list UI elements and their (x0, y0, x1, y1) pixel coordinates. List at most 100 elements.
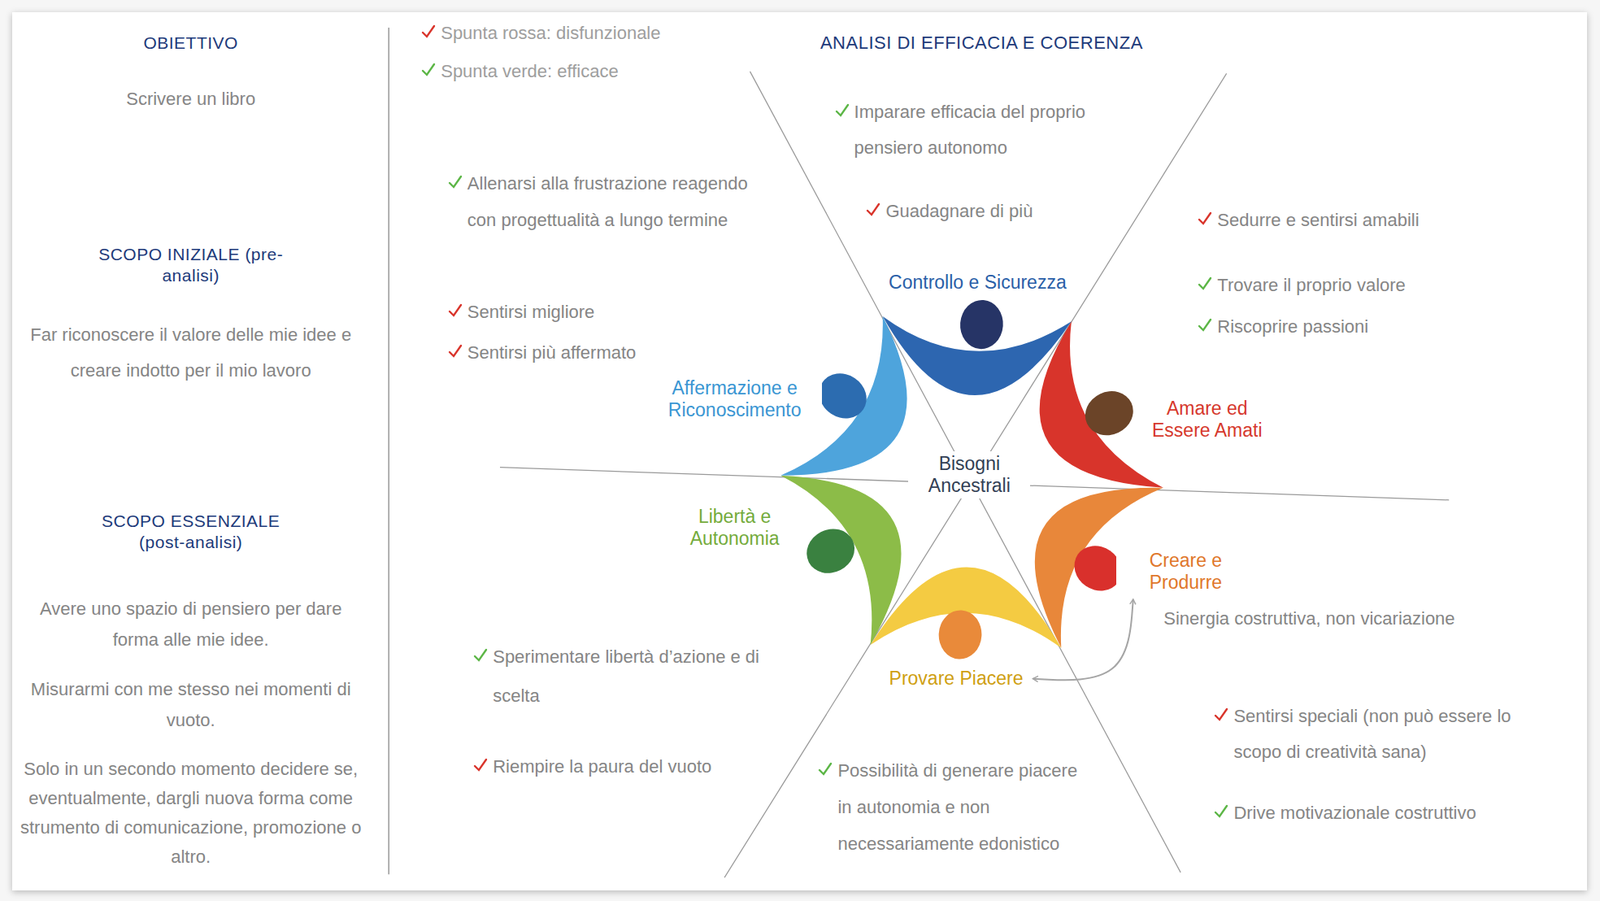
check-mark (834, 103, 850, 118)
label-text: Sentirsi più affermato (467, 342, 636, 363)
section-heading: SCOPO INIZIALE (pre-analisi) (89, 243, 293, 287)
check-stroke (449, 304, 461, 316)
note-text: Possibilità di generare piacere in auton… (837, 752, 1082, 862)
node-text: Libertà e Autonomia (672, 505, 797, 550)
check-stroke (449, 345, 461, 357)
label-text: Imparare efficacia del proprio pensiero … (854, 101, 1087, 158)
legend-entry: Spunta verde: efficace (440, 59, 619, 84)
note-text: Riempire la paura del vuoto (492, 750, 778, 783)
check-stroke (1215, 708, 1227, 720)
label-text: Possibilità di generare piacere in auton… (837, 760, 1078, 854)
note-text: Guadagnare di più (885, 195, 1130, 228)
label-text: Far riconoscere il valore delle mie idee… (30, 324, 352, 381)
centre-label: Bisogni Ancestrali (908, 451, 1031, 499)
sector-line (750, 71, 1182, 873)
legend-check (422, 26, 435, 37)
label-text: SCOPO INIZIALE (pre-analisi) (98, 244, 283, 285)
note-text: Sedurre e sentirsi amabili (1217, 204, 1527, 237)
check-mark (1197, 276, 1213, 292)
note-text: Trovare il proprio valore (1217, 269, 1527, 302)
check-mark (473, 757, 488, 773)
label-text: Riscoprire passioni (1217, 316, 1369, 337)
check-mark (447, 343, 463, 359)
node-text: Affermazione e Riconoscimento (652, 377, 818, 422)
figure-head (958, 298, 1005, 351)
note-text: Misurarmi con me stesso nei momenti di v… (16, 673, 366, 736)
sector-line (724, 73, 1227, 878)
label-text: Sedurre e sentirsi amabili (1217, 209, 1419, 231)
label-text: Trovare il proprio valore (1217, 274, 1406, 296)
check-mark (1213, 804, 1229, 819)
figure-head (799, 520, 863, 581)
edge-label: Sinergia costruttiva, non vicariazione (1160, 604, 1457, 633)
need-label: Libertà e Autonomia (667, 504, 802, 552)
legend-entry: Spunta rossa: disfunzionale (440, 21, 661, 46)
figure-body (780, 475, 901, 645)
check-mark (865, 202, 881, 218)
note-text: Imparare efficacia del proprio pensiero … (854, 94, 1140, 166)
legend-swatch (421, 24, 436, 40)
check-mark (473, 647, 488, 663)
label-text: Drive motivazionale costruttivo (1233, 802, 1476, 823)
column-divider (387, 27, 390, 874)
node-text: Controllo e Sicurezza (888, 271, 1067, 294)
label-text: Sentirsi speciali (non può essere lo sco… (1233, 705, 1511, 762)
label-text: Misurarmi con me stesso nei momenti di v… (30, 678, 352, 731)
section-heading: OBIETTIVO (69, 32, 314, 54)
figure-group (780, 298, 1164, 661)
need-label: Controllo e Sicurezza (883, 269, 1072, 296)
need-label: Provare Piacere (884, 665, 1029, 692)
figure-head (1078, 382, 1141, 443)
check-stroke (474, 759, 487, 770)
legend-check (422, 64, 435, 75)
figure-head (937, 608, 983, 661)
note-text: Solo in un secondo momento decidere se, … (16, 754, 366, 872)
check-stroke (1215, 805, 1227, 817)
check-stroke (867, 204, 879, 215)
title-text: ANALISI DI EFFICACIA E COERENZA (820, 32, 1144, 53)
legend-text: Spunta verde: efficace (440, 60, 619, 82)
check-stroke (1199, 278, 1211, 289)
legend-text: Spunta rossa: disfunzionale (440, 22, 661, 44)
check-mark (817, 761, 833, 777)
note-text: Drive motivazionale costruttivo (1233, 796, 1543, 830)
note-text: Riscoprire passioni (1217, 310, 1527, 344)
check-stroke (1199, 213, 1211, 224)
check-mark (447, 174, 463, 190)
need-label: Creare e Produrre (1116, 547, 1255, 596)
note-text: Sentirsi migliore (467, 295, 712, 329)
check-mark (1197, 211, 1213, 227)
label-text: SCOPO ESSENZIALE (post-analisi) (101, 511, 280, 552)
node-text: Creare e Produrre (1121, 549, 1250, 594)
note-text: Avere uno spazio di pensiero per dare fo… (16, 593, 366, 656)
note-text: Sperimentare libertà d’azione e di scelt… (492, 637, 778, 716)
diagram-title: ANALISI DI EFFICACIA E COERENZA (737, 32, 1226, 54)
note-text: Allenarsi alla frustrazione reagendo con… (467, 165, 748, 239)
label-text: Avere uno spazio di pensiero per dare fo… (39, 598, 342, 650)
check-mark (1213, 707, 1229, 722)
label-text: Guadagnare di più (885, 200, 1033, 222)
check-mark (447, 303, 463, 318)
node-text: Bisogni Ancestrali (913, 452, 1026, 497)
node-text: Amare ed Essere Amati (1140, 397, 1274, 442)
label-text: OBIETTIVO (143, 33, 239, 53)
note-text: Sentirsi più affermato (467, 336, 712, 370)
label-text: Allenarsi alla frustrazione reagendo con… (467, 173, 748, 231)
note-text: Far riconoscere il valore delle mie idee… (16, 317, 366, 389)
check-stroke (474, 649, 487, 661)
label-text: Sentirsi migliore (467, 301, 596, 322)
label-text: Riempire la paura del vuoto (492, 756, 712, 777)
check-stroke (449, 176, 461, 187)
double-arrow (1032, 599, 1133, 680)
label-text: Scrivere un libro (126, 88, 256, 109)
check-stroke (1199, 319, 1211, 331)
check-stroke (819, 763, 831, 774)
section-heading: SCOPO ESSENZIALE (post-analisi) (89, 510, 293, 553)
label-text: Sperimentare libertà d’azione e di scelt… (492, 646, 760, 706)
legend-swatch (421, 62, 436, 78)
note-text: Sentirsi speciali (non può essere lo sco… (1233, 698, 1559, 770)
node-text: Provare Piacere (889, 667, 1024, 690)
check-mark (1197, 317, 1213, 333)
need-label: Amare ed Essere Amati (1135, 395, 1279, 444)
